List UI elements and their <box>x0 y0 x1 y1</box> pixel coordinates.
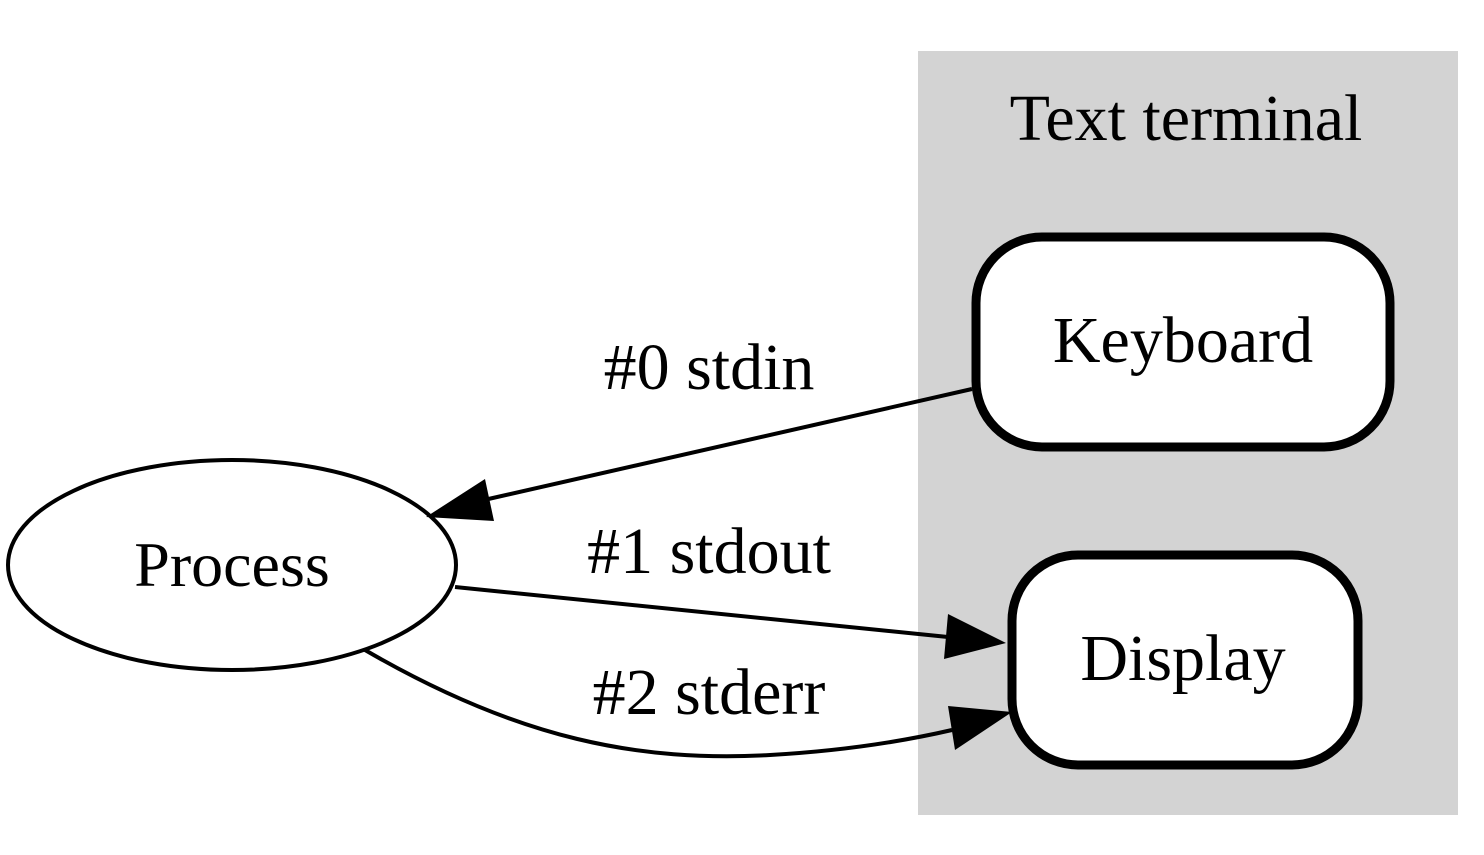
stdin-edge-line <box>483 387 973 502</box>
display-label: Display <box>1080 622 1285 695</box>
stderr-edge-line <box>363 648 953 759</box>
process-label: Process <box>134 529 330 600</box>
stdout-edge-label: #1 stdout <box>587 515 831 588</box>
stdin-arrowhead <box>426 479 494 521</box>
display-box <box>1007 550 1363 770</box>
stdin-edge: #0 stdin <box>426 331 973 521</box>
keyboard-box <box>971 232 1395 452</box>
stdout-arrowhead <box>944 614 1006 659</box>
keyboard-node: Keyboard <box>971 232 1395 452</box>
stderr-arrowhead <box>948 706 1012 750</box>
process-ellipse <box>6 458 458 672</box>
stderr-edge: #2 stderr <box>363 648 1012 759</box>
stdout-edge-line <box>454 585 949 639</box>
cluster-label: Text terminal <box>1010 82 1363 155</box>
stdout-edge: #1 stdout <box>454 515 1006 659</box>
stdin-edge-label: #0 stdin <box>604 331 815 404</box>
display-node: Display <box>1007 550 1363 770</box>
process-node: Process <box>6 458 458 672</box>
stderr-edge-label: #2 stderr <box>593 656 826 729</box>
keyboard-label: Keyboard <box>1053 304 1313 377</box>
